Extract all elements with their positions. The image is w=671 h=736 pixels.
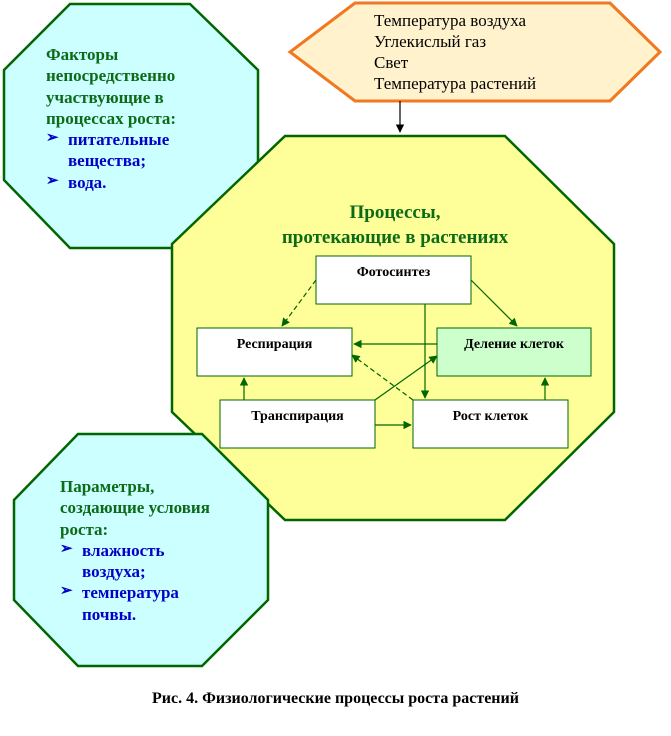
factors-title-line: Факторы [46, 45, 119, 64]
box-respiration: Респирация [236, 337, 313, 352]
box-cell-growth: Рост клеток [452, 409, 529, 424]
parameters-title-line: роста: [60, 519, 109, 539]
arrow-photosynthesis-to-respiration [281, 279, 317, 327]
arrow-transpiration-to-division [374, 355, 438, 401]
conditions-item: Свет [374, 53, 409, 72]
processes-title: Процессы, протекающие в растениях [235, 200, 555, 250]
parameters-block: Параметры, создающие условия роста: ➢ вл… [60, 476, 210, 625]
box-respiration-shape [196, 327, 353, 377]
conditions-item: Температура растений [374, 74, 537, 93]
parameters-item-line: почвы. [82, 604, 137, 624]
factors-title-line: процессах роста: [46, 108, 177, 128]
conditions-item: Углекислый газ [374, 32, 487, 51]
parameters-title-line: создающие условия [60, 498, 210, 518]
factors-item-line: питательные [68, 130, 170, 149]
box-transpiration: Транспирация [251, 409, 344, 424]
factors-title-line: непосредственно [46, 66, 176, 86]
parameters-item: ➢ температура почвы. [60, 582, 210, 625]
parameters-item-line: температура [82, 583, 179, 603]
box-cell-division: Деление клеток [464, 337, 564, 352]
box-photosynthesis-shape [315, 255, 472, 305]
factors-item-line: вода. [68, 172, 107, 192]
factors-block: Факторы непосредственно участвующие в пр… [46, 44, 176, 193]
arrow-bullet-icon: ➢ [46, 130, 59, 146]
factors-item: ➢ питательные вещества; [46, 129, 176, 172]
box-cell-growth-shape [412, 399, 569, 449]
parameters-item-line: влажность [82, 540, 165, 560]
arrow-photosynthesis-to-division [470, 279, 518, 327]
factors-title-line: участвующие в [46, 87, 164, 107]
conditions-list: Температура воздуха Углекислый газ Свет … [374, 10, 536, 94]
arrow-bullet-icon: ➢ [46, 172, 59, 189]
box-cell-division-shape [436, 327, 592, 377]
hexagon-conditions [287, 1, 663, 103]
arrow-growth-to-respiration [351, 354, 414, 401]
box-photosynthesis: Фотосинтез [356, 265, 431, 280]
parameters-item-line: воздуха; [82, 562, 146, 581]
factors-item: ➢ вода. [46, 172, 176, 193]
arrow-bullet-icon: ➢ [60, 540, 73, 557]
arrow-bullet-icon: ➢ [60, 583, 73, 600]
processes-title-line: Процессы, [349, 202, 441, 223]
box-transpiration-shape [219, 399, 376, 449]
factors-item-line: вещества; [68, 151, 147, 171]
parameters-item: ➢ влажность воздуха; [60, 540, 210, 583]
processes-title-line: протекающие в растениях [281, 227, 509, 248]
parameters-title-line: Параметры, [60, 477, 155, 496]
conditions-item: Температура воздуха [374, 11, 527, 30]
octagon-parameters [12, 432, 270, 668]
figure-caption: Рис. 4. Физиологические процессы роста р… [152, 690, 519, 707]
